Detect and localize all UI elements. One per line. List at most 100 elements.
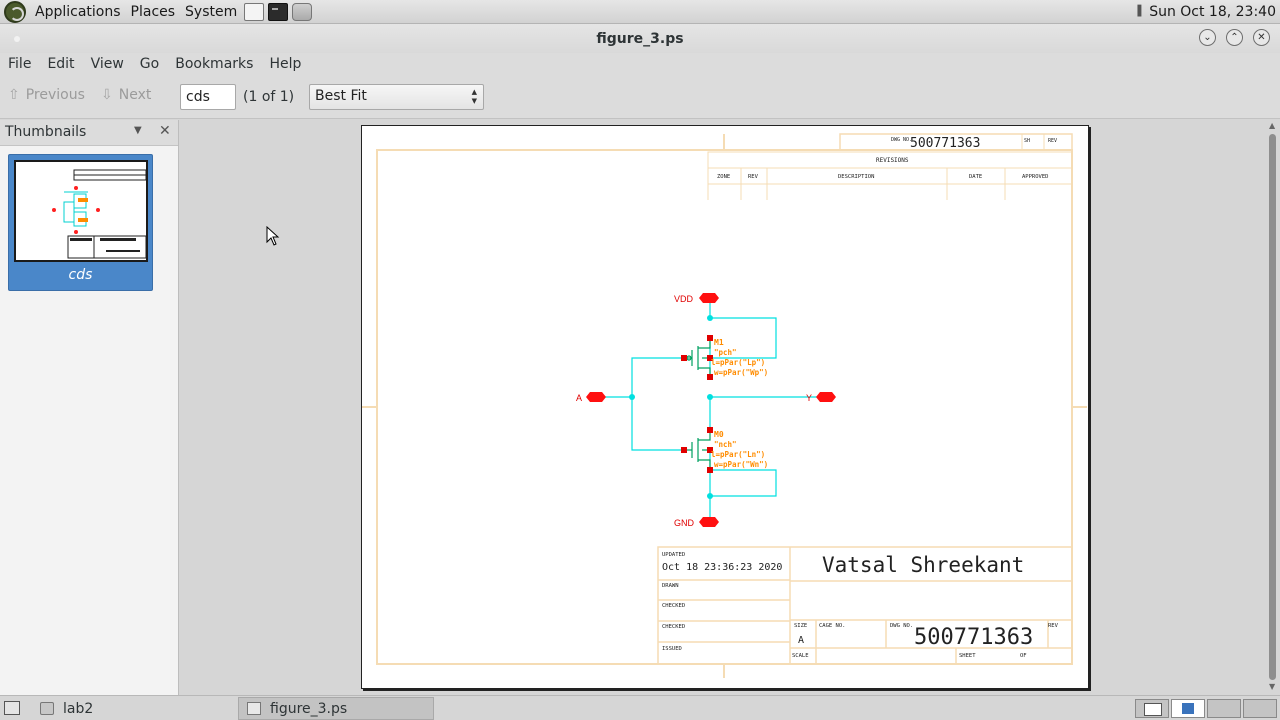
schematic-drawing: DWG NO. 500771363 SH REV REVISIONS ZONE … [362,133,1087,678]
top-dwg-number: 500771363 [910,136,980,151]
next-label: Next [118,87,152,103]
tb-checked-1: CHECKED [662,603,685,609]
document-view[interactable]: DWG NO. 500771363 SH REV REVISIONS ZONE … [180,120,1266,695]
top-panel: Applications Places System Sun Oct 18, 2… [0,0,1280,24]
y-pin [816,392,836,402]
text-editor-launcher-icon[interactable] [244,2,265,21]
sidebar: Thumbnails ▼ ✕ [0,120,179,695]
m1-model: "pch" [714,348,737,357]
previous-page-button[interactable]: ⇧ Previous [8,87,85,103]
taskbar-item-lab2[interactable]: lab2 [40,697,93,720]
spin-arrows-icon: ▲▼ [471,88,477,105]
mouse-pointer-icon [266,226,280,246]
tb-sheet-label: SHEET [959,653,976,659]
arrow-down-icon: ⇩ [101,87,113,103]
circuit-wires [604,298,818,522]
title-block-lines [657,546,1073,665]
revisions-header-box [707,151,1073,169]
menu-edit[interactable]: Edit [47,56,75,72]
vdd-label: VDD [674,294,694,304]
next-page-button[interactable]: ⇩ Next [101,87,151,103]
tb-rev-label: REV [1048,623,1059,629]
bottom-panel: lab2 figure_3.ps [0,695,1280,720]
window-menu-icon[interactable] [14,36,20,42]
menu-file[interactable]: File [8,56,32,72]
tb-author: Vatsal Shreekant [822,553,1024,577]
workspace-2[interactable] [1171,699,1205,718]
tb-cage-label: CAGE NO. [819,623,846,629]
workspace-3[interactable] [1207,699,1241,718]
scroll-up-icon[interactable]: ▲ [1269,121,1276,130]
applications-menu[interactable]: Applications [35,3,121,20]
tb-checked-2: CHECKED [662,624,685,630]
document-page[interactable]: DWG NO. 500771363 SH REV REVISIONS ZONE … [361,125,1089,689]
workspace-1[interactable] [1135,699,1169,718]
zoom-select[interactable]: Best Fit ▲▼ [309,84,484,110]
close-button[interactable]: ✕ [1253,29,1270,46]
rev-col-date: DATE [969,174,982,180]
vdd-pin [699,293,719,303]
taskbar-item-figure[interactable]: figure_3.ps [238,697,434,720]
scrollbar-thumb[interactable] [1269,134,1276,680]
minimize-button[interactable]: ⌄ [1199,29,1216,46]
y-label: Y [806,393,812,403]
workspace-4[interactable] [1243,699,1277,718]
drawing-frame [376,149,1073,665]
pin-shapes [586,293,836,527]
top-dwg-box [839,133,1073,151]
tb-size-label: SIZE [794,623,807,629]
junction-dots [629,315,713,499]
top-dwg-label: DWG NO. [891,137,912,143]
maximize-button[interactable]: ⌃ [1226,29,1243,46]
page-number-input[interactable] [180,84,236,110]
zoom-value: Best Fit [315,88,367,104]
show-desktop-icon[interactable] [4,701,20,715]
tb-scale-label: SCALE [792,653,809,659]
rev-col-zone: ZONE [717,174,730,180]
page-thumbnail[interactable]: cds [8,154,153,291]
scroll-down-icon[interactable]: ▼ [1269,682,1276,691]
rev-col-description: DESCRIPTION [838,174,874,180]
device-terminals [681,335,713,473]
arrow-up-icon: ⇧ [8,87,20,103]
m1-length: l=pPar("Lp") [711,358,765,367]
vertical-scrollbar[interactable]: ▲ ▼ [1266,120,1280,695]
tb-size-value: A [798,635,804,646]
sidebar-header: Thumbnails ▼ ✕ [0,120,178,146]
m0-model: "nch" [714,440,737,449]
menu-bookmarks[interactable]: Bookmarks [175,56,254,72]
menu-view[interactable]: View [90,56,124,72]
sidebar-dropdown-icon[interactable]: ▼ [134,125,142,136]
tb-issued: ISSUED [662,646,682,652]
thumbnail-caption: cds [68,267,93,283]
a-pin [586,392,606,402]
m0-width: w=pPar("Wn") [714,460,768,469]
places-menu[interactable]: Places [130,3,176,20]
tb-dwg-number: 500771363 [914,625,1033,650]
pmos-m1-symbol [685,338,711,377]
toolbar: ⇧ Previous ⇩ Next (1 of 1) Best Fit ▲▼ [0,75,1280,119]
top-sh-label: SH [1024,138,1030,144]
sidebar-close-icon[interactable]: ✕ [159,123,171,139]
terminal-launcher-icon[interactable] [268,2,289,21]
menu-go[interactable]: Go [139,56,160,72]
clock[interactable]: Sun Oct 18, 23:40 [1137,0,1280,24]
tb-of-label: OF [1020,653,1027,659]
nmos-m0-symbol [685,430,711,470]
distro-logo-icon[interactable] [4,0,26,23]
thumbnail-page-preview [14,160,148,262]
menu-help[interactable]: Help [269,56,302,72]
window-title: figure_3.ps [596,30,684,47]
thumbnail-preview-graphic [52,169,147,259]
gnd-pin [699,517,719,527]
rev-col-approved: APPROVED [1022,174,1049,180]
menubar: File Edit View Go Bookmarks Help [0,53,1280,75]
window-titlebar[interactable]: figure_3.ps ⌄ ⌃ ✕ [0,24,1280,53]
system-menu[interactable]: System [185,3,238,20]
previous-label: Previous [25,87,85,103]
document-launcher-icon[interactable] [292,2,313,21]
m1-name: M1 [714,338,724,347]
taskbar-label: lab2 [63,700,94,717]
a-label: A [576,393,582,403]
m1-width: w=pPar("Wp") [714,368,768,377]
